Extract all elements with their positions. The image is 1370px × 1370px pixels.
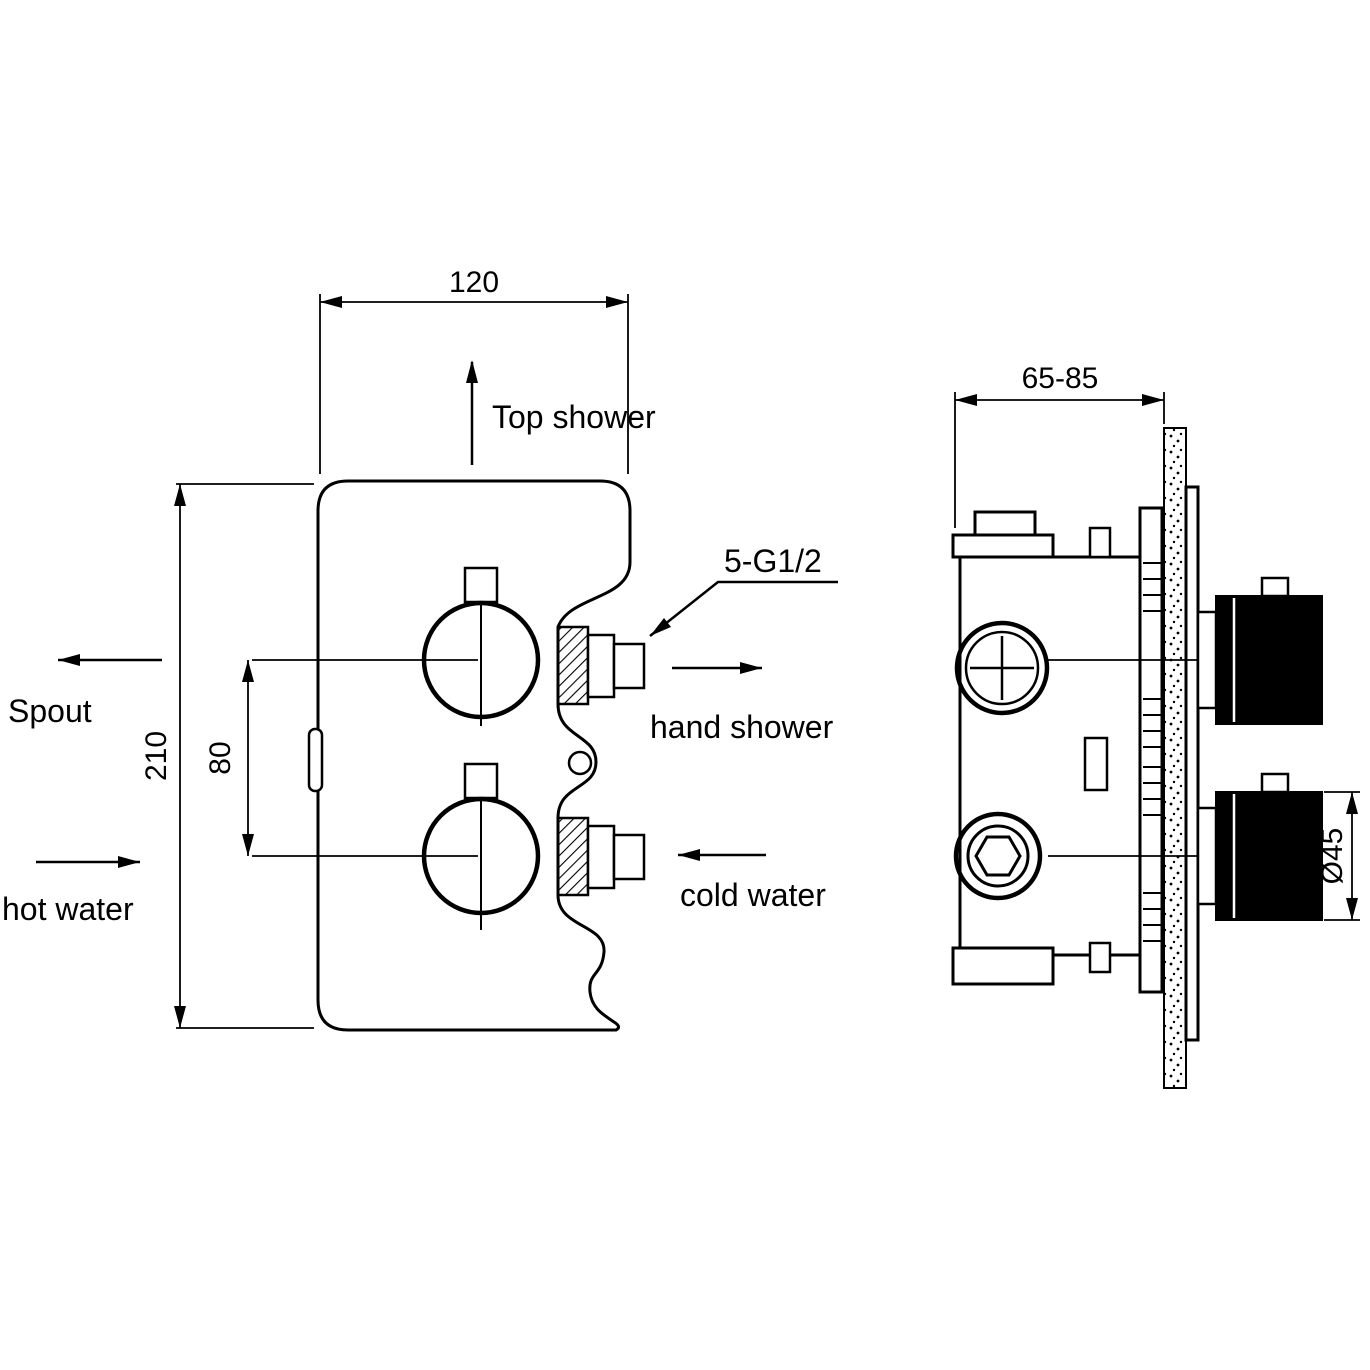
- hand-shower-label: hand shower: [650, 709, 834, 745]
- dimension-handle-diameter: Ø45: [1316, 791, 1360, 921]
- handle-top: [1196, 576, 1323, 725]
- trim-plate: [1184, 485, 1200, 1042]
- left-tab: [307, 727, 324, 793]
- dim-handle-diameter-label: Ø45: [1316, 828, 1349, 885]
- port-hand-shower: [556, 625, 646, 706]
- front-view: 120 210 80 Top shower: [2, 266, 838, 1032]
- wall-section: [1163, 427, 1187, 1089]
- cold-water-label: cold water: [680, 877, 826, 913]
- dim-handle-spacing-label: 80: [204, 741, 237, 774]
- port-cold-water: [556, 816, 646, 897]
- thread-lines: [1143, 562, 1161, 942]
- top-shower-label: Top shower: [492, 399, 656, 435]
- hot-water-label: hot water: [2, 891, 134, 927]
- handle-bottom: [1196, 772, 1323, 921]
- flow-cold-water: cold water: [678, 849, 826, 913]
- callout-connections: 5-G1/2: [649, 543, 838, 637]
- hex-fitting: [953, 811, 1043, 901]
- center-lines: [1048, 659, 1210, 857]
- dim-height-label: 210: [140, 731, 173, 781]
- valve-body: [951, 506, 1164, 994]
- knob-top: [421, 566, 541, 726]
- flow-hand-shower: hand shower: [650, 662, 834, 745]
- flow-hot-water: hot water: [2, 856, 140, 927]
- edge-screw-hole: [567, 750, 593, 776]
- dimension-width: 120: [319, 266, 629, 474]
- dimension-depth: 65-85: [954, 362, 1165, 528]
- dim-width-label: 120: [449, 266, 499, 299]
- plate-outline: [316, 479, 632, 1032]
- connections-label: 5-G1/2: [724, 543, 822, 579]
- dimension-height: 210: [140, 483, 314, 1029]
- spout-label: Spout: [8, 693, 92, 729]
- side-view: 65-85 Ø45: [951, 362, 1360, 1089]
- dim-depth-label: 65-85: [1022, 362, 1099, 395]
- flow-spout: Spout: [8, 654, 162, 729]
- flow-top-shower: Top shower: [466, 360, 656, 465]
- cartridge-circle: [954, 620, 1050, 716]
- dimension-handle-spacing: 80: [204, 659, 478, 857]
